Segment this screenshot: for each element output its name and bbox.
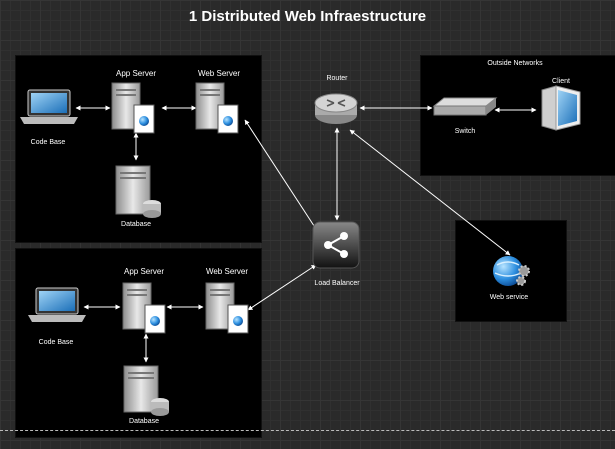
switch-icon — [432, 97, 498, 116]
page-break-line — [0, 430, 615, 431]
server-icon — [195, 82, 239, 134]
switch-label: Switch — [454, 128, 476, 135]
client-label: Client — [552, 78, 570, 85]
app-server-label-top: App Server — [115, 69, 157, 78]
laptop-icon — [28, 287, 86, 322]
database-icon — [123, 365, 169, 416]
database-icon — [115, 165, 161, 218]
database-label-top: Database — [121, 221, 151, 228]
app-server-label-bottom: App Server — [123, 267, 165, 276]
load-balancer-label: Load Balancer — [314, 280, 360, 287]
server-icon — [111, 82, 155, 134]
server-icon — [205, 282, 249, 334]
outside-networks-title: Outside Networks — [487, 60, 543, 67]
load-balancer-icon — [312, 221, 360, 269]
monitor-icon — [541, 85, 581, 131]
web-service-label: Web service — [489, 294, 529, 301]
web-server-label-top: Web Server — [197, 69, 241, 78]
server-icon — [122, 282, 166, 334]
database-label-bottom: Database — [129, 418, 159, 425]
router-icon — [314, 93, 358, 124]
connectors — [75, 105, 537, 363]
web-service-icon — [493, 256, 530, 286]
code-base-label-top: Code Base — [30, 139, 66, 146]
diagram-title: 1 Distributed Web Infraestructure — [188, 8, 427, 25]
code-base-label-bottom: Code Base — [38, 339, 74, 346]
web-server-label-bottom: Web Server — [205, 267, 249, 276]
laptop-icon — [20, 89, 78, 124]
router-label: Router — [326, 75, 348, 82]
